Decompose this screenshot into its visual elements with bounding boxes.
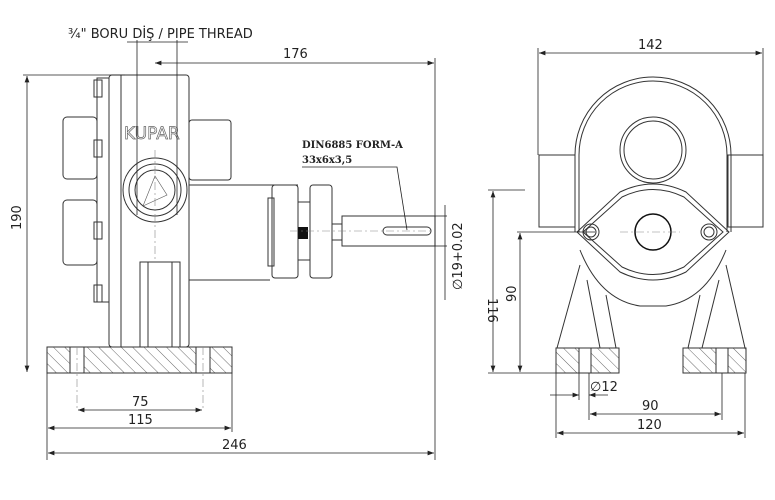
dim-75: 75 (132, 395, 149, 410)
dim-115: 115 (128, 413, 153, 428)
pipe-thread-label: ¾" BORU DİŞ / PIPE THREAD (68, 26, 253, 42)
pump-body-front (538, 76, 764, 349)
dim-hole-diameter: ∅12 (590, 380, 618, 395)
motor-coupling (189, 184, 436, 281)
pump-body-side (62, 74, 232, 348)
front-view: 142 116 90 ∅12 90 120 (484, 38, 764, 438)
dim-246: 246 (222, 438, 247, 453)
dim-190: 190 (10, 205, 25, 230)
dim-116: 116 (484, 298, 499, 323)
brand-logo: KUPAR (124, 124, 180, 144)
base-front (555, 347, 747, 374)
side-view: KUPAR ¾" BORU DİŞ / PIPE THREAD 176 190 … (10, 26, 466, 460)
key-spec-line1: DIN6885 FORM-A (302, 140, 403, 151)
dim-142: 142 (638, 38, 663, 53)
dim-176: 176 (283, 47, 308, 62)
base-side (46, 346, 233, 374)
dim-90-height: 90 (505, 285, 520, 302)
key-spec-line2: 33x6x3,5 (302, 155, 352, 166)
shaft-diameter: ∅19+0.02 (451, 222, 466, 290)
dim-120: 120 (637, 418, 662, 433)
dim-90-spacing: 90 (642, 399, 659, 414)
